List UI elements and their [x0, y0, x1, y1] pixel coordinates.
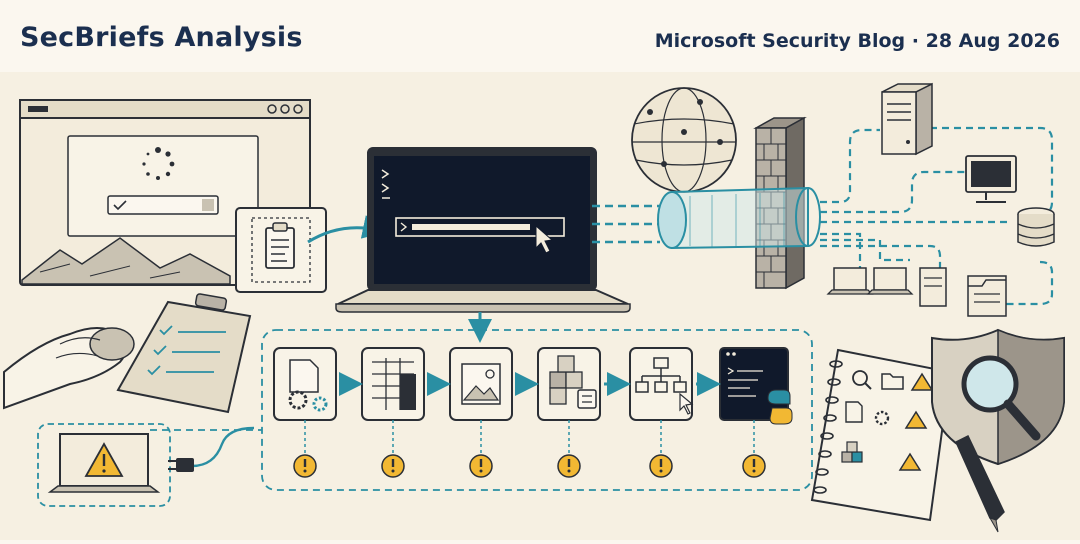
warning-icon: [649, 454, 673, 478]
server-icon: [881, 82, 933, 156]
folder-icon: [967, 275, 1007, 317]
publish-date: 28 Aug 2026: [925, 30, 1060, 52]
python-terminal-icon: [719, 347, 793, 425]
database-icon: [1017, 207, 1055, 247]
power-plug-icon: [168, 426, 255, 472]
source-name: Microsoft Security Blog: [654, 30, 906, 52]
warning-icon: [293, 454, 317, 478]
monitor-icon: [965, 155, 1017, 203]
source-separator: ·: [905, 30, 926, 52]
header: SecBriefs Analysis Microsoft Security Bl…: [0, 0, 1080, 72]
checklist-icon: [116, 293, 252, 414]
pen-icon: [955, 434, 1005, 533]
hero-illustration: [0, 72, 1080, 540]
mountains-icon: [21, 237, 231, 285]
warning-icon: [381, 454, 405, 478]
tunnel-icon: [592, 186, 821, 250]
laptop-warning-icon: [37, 423, 171, 507]
checkbox-field-icon: [107, 195, 219, 215]
warning-icon: [557, 454, 581, 478]
mouse-cursor-icon: [535, 224, 554, 254]
document-gears-icon: [273, 347, 337, 421]
shield-magnifier-icon: [931, 328, 1065, 466]
laptop-icon: [826, 267, 914, 295]
notebook-icon: [810, 348, 952, 522]
globe-icon: [631, 87, 737, 193]
loading-spinner-icon: [142, 147, 175, 180]
hierarchy-icon: [629, 347, 694, 421]
warning-icon: [469, 454, 493, 478]
source-line: Microsoft Security Blog · 28 Aug 2026: [655, 30, 1060, 52]
table-grid-icon: [361, 347, 425, 421]
network-lines: [820, 126, 1054, 306]
hand-mouse-icon: [3, 327, 135, 410]
clipboard-document-icon: [235, 207, 327, 293]
image-icon: [449, 347, 513, 421]
warning-icon: [742, 454, 766, 478]
laptop-terminal-icon: [335, 147, 631, 313]
brand-title: SecBriefs Analysis: [20, 22, 303, 53]
server-icon: [919, 267, 947, 307]
cubes-icon: [537, 347, 601, 421]
